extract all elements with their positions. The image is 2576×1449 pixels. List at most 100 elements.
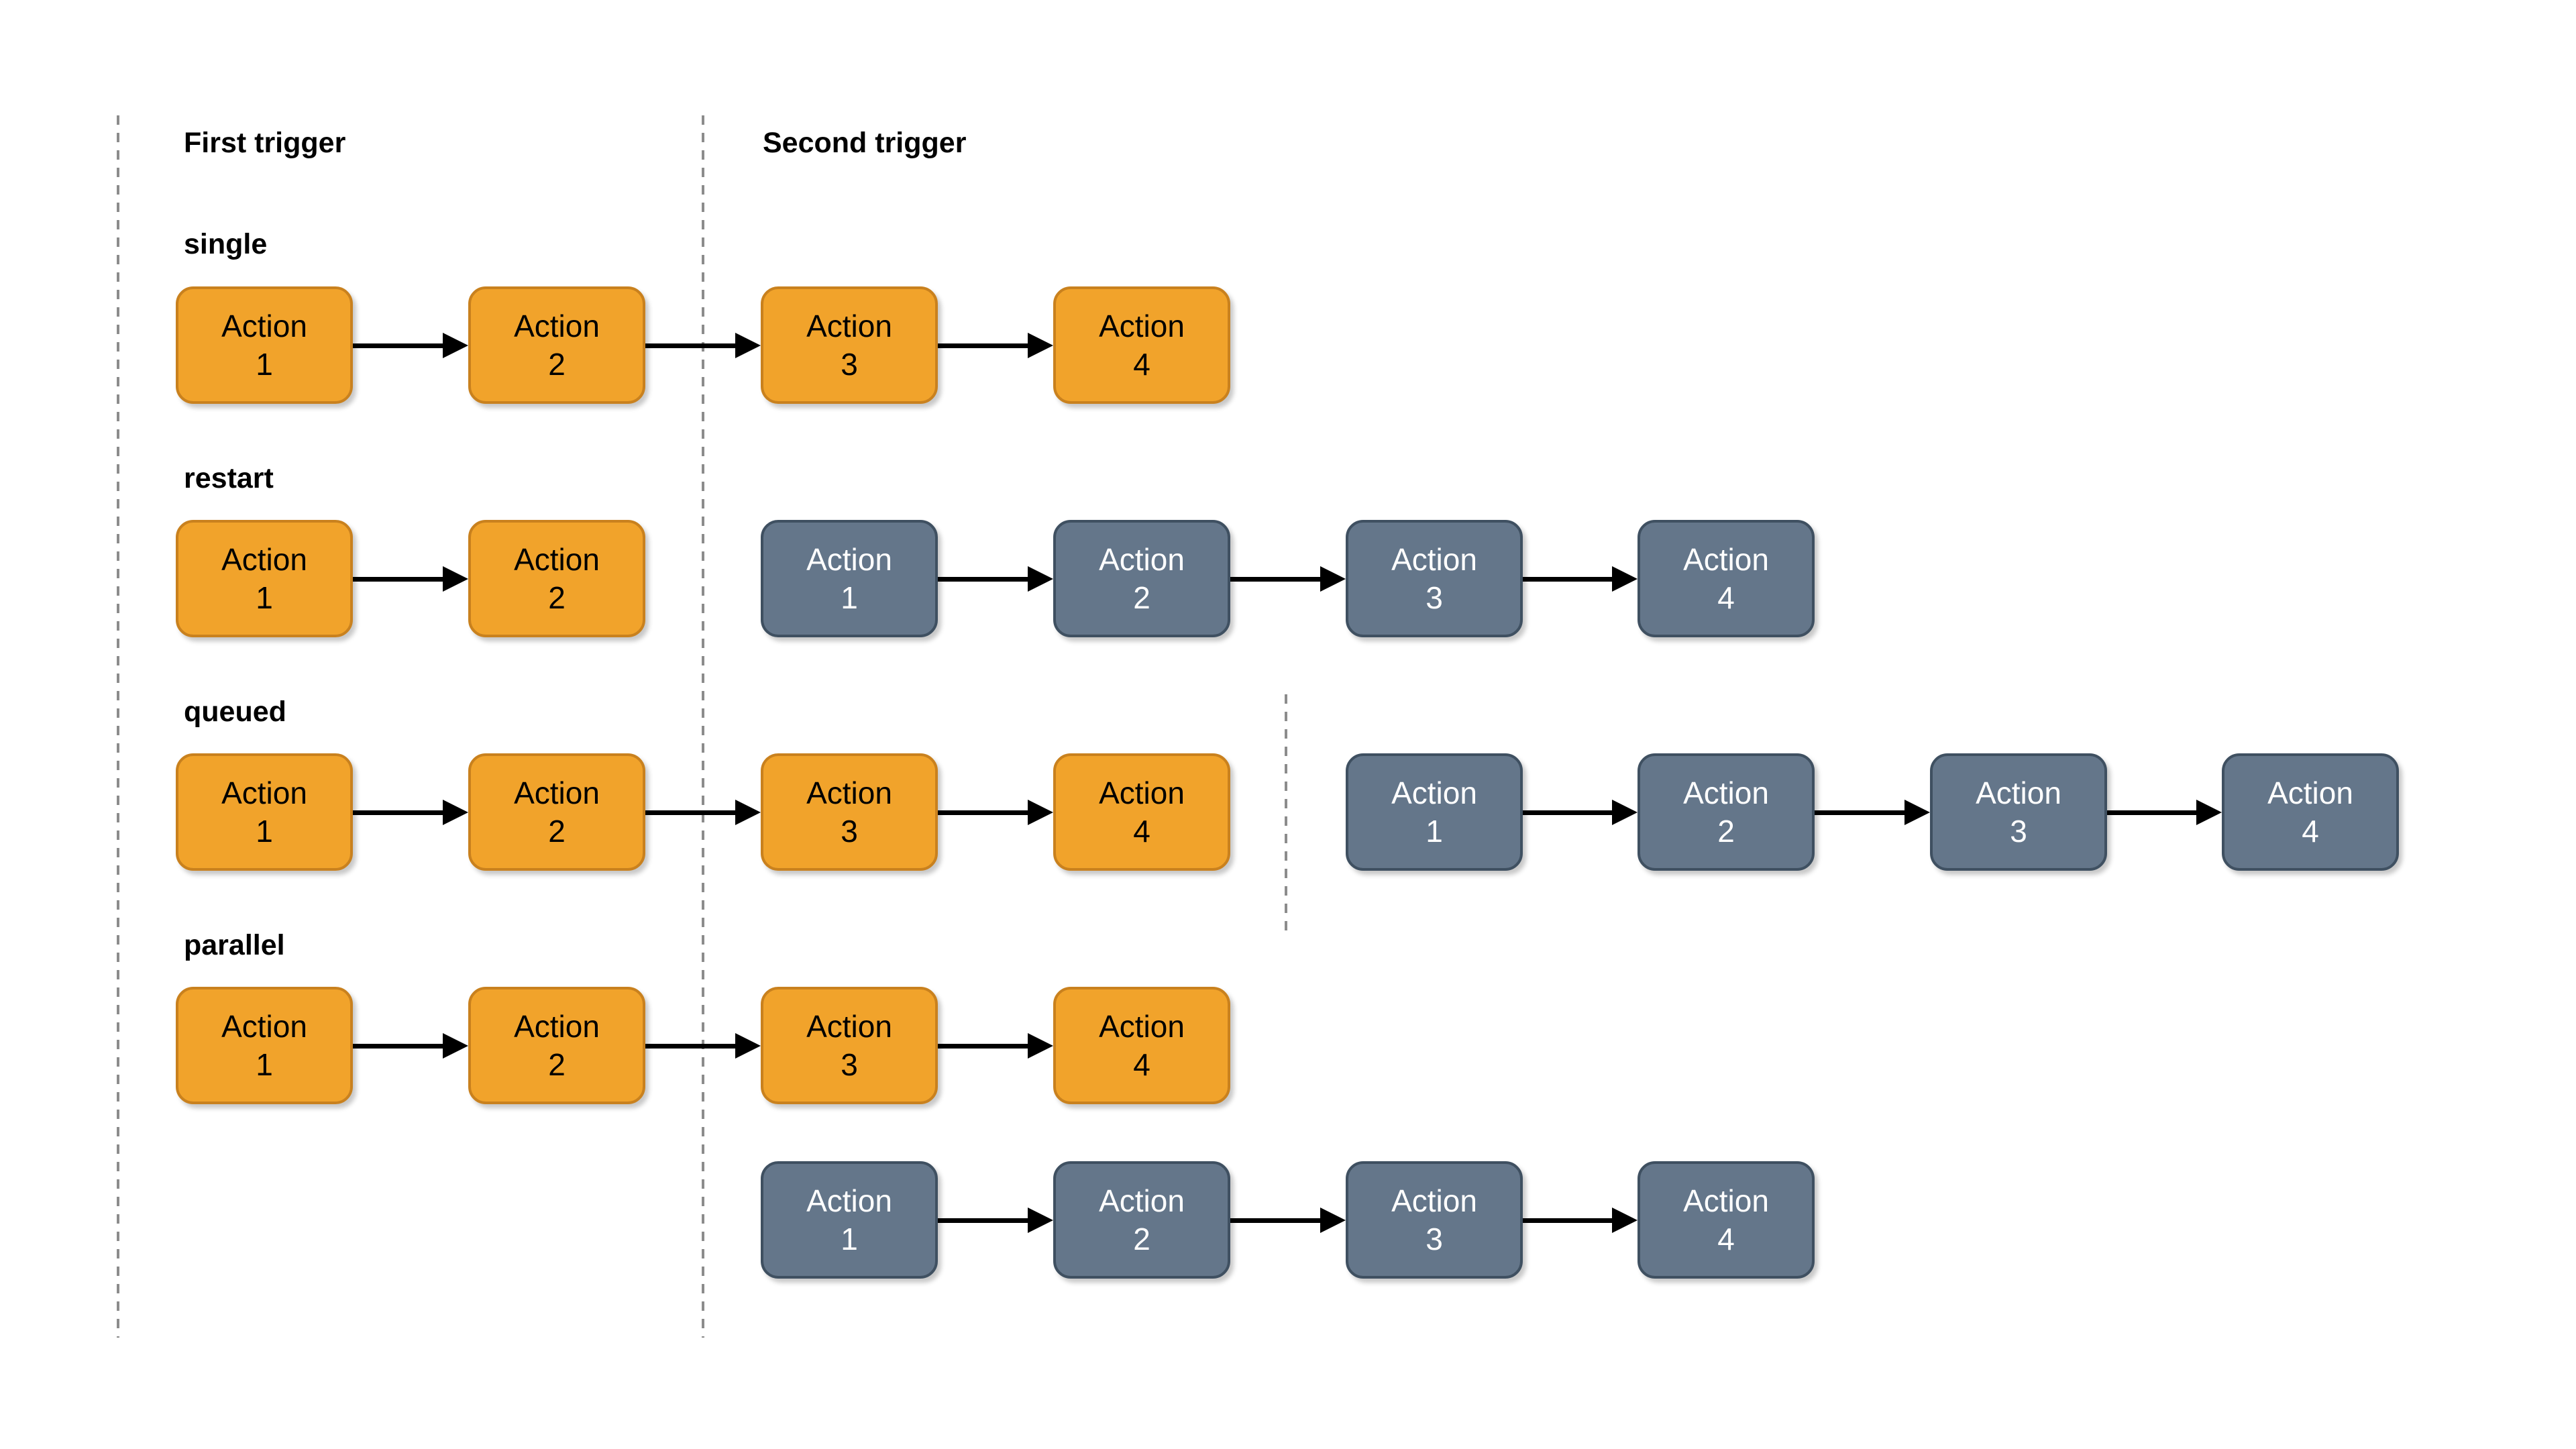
- arrowhead-icon: [735, 333, 761, 358]
- arrow-shaft: [1230, 576, 1326, 582]
- action-word: Action: [514, 775, 600, 810]
- action-number: 3: [1426, 580, 1443, 615]
- queued-second-run-divider-line: [1285, 694, 1287, 934]
- action-number: 1: [256, 813, 273, 849]
- arrowhead-icon: [1320, 566, 1346, 592]
- action-number: 4: [1133, 346, 1150, 382]
- action-word: Action: [221, 775, 307, 810]
- arrow: [353, 1033, 468, 1059]
- action-word: Action: [1391, 775, 1477, 810]
- action-number: 3: [841, 346, 858, 382]
- arrow-shaft: [1523, 810, 1617, 815]
- arrowhead-icon: [1028, 800, 1053, 825]
- action-number: 1: [256, 346, 273, 382]
- arrow: [938, 1208, 1053, 1233]
- arrowhead-icon: [735, 800, 761, 825]
- action-word: Action: [806, 1008, 892, 1044]
- action-number: 2: [1133, 580, 1150, 615]
- arrow-shaft: [353, 343, 448, 348]
- action-word: Action: [1099, 308, 1185, 343]
- action-word: Action: [514, 308, 600, 343]
- arrowhead-icon: [443, 333, 468, 358]
- arrowhead-icon: [1612, 1208, 1638, 1233]
- action-number: 4: [1717, 580, 1735, 615]
- action-number: 2: [1133, 1221, 1150, 1256]
- arrow-shaft: [938, 343, 1033, 348]
- action-number: 1: [841, 1221, 858, 1256]
- row-label-single: single: [184, 228, 268, 260]
- action-number: 3: [841, 1046, 858, 1082]
- action-number: 4: [1133, 813, 1150, 849]
- action-number: 4: [1133, 1046, 1150, 1082]
- action-word: Action: [221, 541, 307, 577]
- arrow: [938, 800, 1053, 825]
- arrow-shaft: [645, 343, 741, 348]
- arrowhead-icon: [1028, 333, 1053, 358]
- arrow-shaft: [1815, 810, 1910, 815]
- row-label-restart: restart: [184, 462, 274, 494]
- action-number: 2: [548, 580, 566, 615]
- action-word: Action: [514, 541, 600, 577]
- arrow: [645, 800, 761, 825]
- arrow-shaft: [938, 576, 1033, 582]
- action-number: 1: [841, 580, 858, 615]
- action-number: 2: [548, 813, 566, 849]
- arrow: [645, 1033, 761, 1059]
- arrowhead-icon: [1028, 1208, 1053, 1233]
- action-number: 3: [2010, 813, 2027, 849]
- arrow-shaft: [353, 810, 448, 815]
- arrow: [938, 333, 1053, 358]
- arrowhead-icon: [1904, 800, 1930, 825]
- action-word: Action: [221, 1008, 307, 1044]
- arrow: [1230, 1208, 1346, 1233]
- arrow-shaft: [353, 576, 448, 582]
- arrow-shaft: [938, 1218, 1033, 1223]
- action-word: Action: [1099, 1008, 1185, 1044]
- action-word: Action: [1099, 1183, 1185, 1218]
- arrowhead-icon: [443, 1033, 468, 1059]
- action-word: Action: [1976, 775, 2061, 810]
- action-number: 1: [256, 1046, 273, 1082]
- arrow-shaft: [938, 810, 1033, 815]
- arrowhead-icon: [1320, 1208, 1346, 1233]
- action-word: Action: [2267, 775, 2353, 810]
- second-trigger-header: Second trigger: [763, 127, 967, 159]
- arrow: [938, 1033, 1053, 1059]
- action-word: Action: [221, 308, 307, 343]
- arrow-shaft: [645, 810, 741, 815]
- arrowhead-icon: [1612, 800, 1638, 825]
- arrowhead-icon: [735, 1033, 761, 1059]
- arrow-shaft: [1230, 1218, 1326, 1223]
- action-word: Action: [1099, 775, 1185, 810]
- arrow: [1230, 566, 1346, 592]
- arrow: [1523, 800, 1638, 825]
- arrow-shaft: [2107, 810, 2202, 815]
- arrowhead-icon: [1612, 566, 1638, 592]
- second-trigger-divider-line: [702, 115, 704, 1338]
- arrow-shaft: [1523, 576, 1617, 582]
- action-number: 1: [256, 580, 273, 615]
- action-word: Action: [1391, 541, 1477, 577]
- action-word: Action: [1683, 541, 1769, 577]
- action-number: 3: [841, 813, 858, 849]
- action-word: Action: [1391, 1183, 1477, 1218]
- arrow-shaft: [1523, 1218, 1617, 1223]
